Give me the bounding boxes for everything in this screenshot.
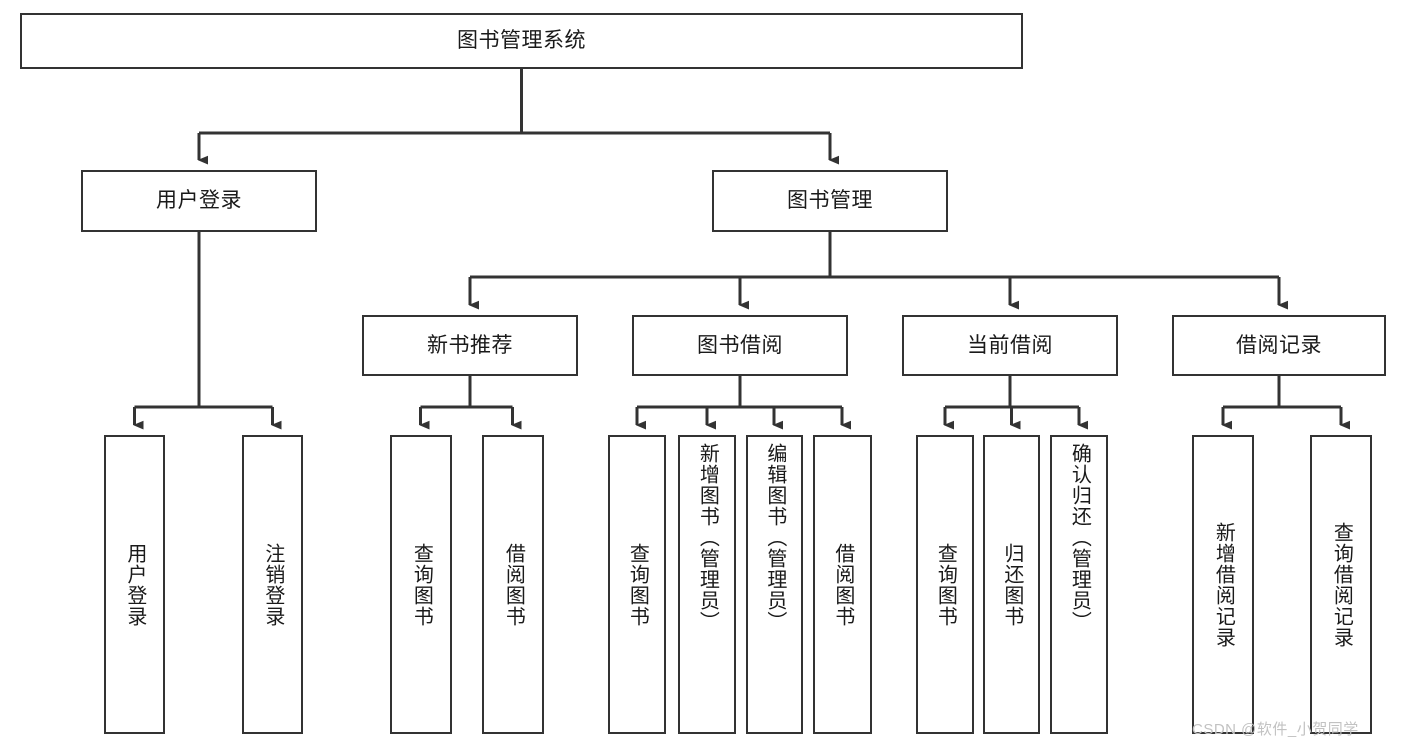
node-new-book-recommend-label: 新书推荐 [427, 333, 513, 357]
node-borrow-record-label: 借阅记录 [1236, 333, 1322, 357]
leaf-edit-book-admin[interactable]: 编辑图书（管理员） [746, 435, 803, 734]
leaf-query-book-recommend-label: 查询图书 [410, 542, 433, 627]
leaf-query-book-recommend[interactable]: 查询图书 [390, 435, 452, 734]
leaf-edit-book-admin-label: 编辑图书（管理员） [763, 443, 786, 632]
node-book-management[interactable]: 图书管理 [712, 170, 948, 232]
node-book-management-label: 图书管理 [787, 189, 873, 213]
leaf-user-login-label: 用户登录 [123, 542, 146, 627]
leaf-query-borrow-record[interactable]: 查询借阅记录 [1310, 435, 1372, 734]
leaf-add-borrow-record[interactable]: 新增借阅记录 [1192, 435, 1254, 734]
leaf-add-book-admin-label: 新增图书（管理员） [696, 443, 719, 632]
leaf-logout-label: 注销登录 [261, 542, 284, 627]
node-borrow-record[interactable]: 借阅记录 [1172, 315, 1386, 376]
node-new-book-recommend[interactable]: 新书推荐 [362, 315, 578, 376]
leaf-logout[interactable]: 注销登录 [242, 435, 303, 734]
leaf-return-book[interactable]: 归还图书 [983, 435, 1040, 734]
node-root-label: 图书管理系统 [457, 29, 586, 53]
leaf-borrow-book-label: 借阅图书 [831, 542, 854, 627]
leaf-query-book-borrow-label: 查询图书 [626, 542, 649, 627]
leaf-query-book-current[interactable]: 查询图书 [916, 435, 974, 734]
node-user-login-label: 用户登录 [156, 189, 242, 213]
leaf-borrow-book-recommend[interactable]: 借阅图书 [482, 435, 544, 734]
node-current-borrow-label: 当前借阅 [967, 333, 1053, 357]
leaf-confirm-return-admin-label: 确认归还（管理员） [1068, 443, 1091, 632]
leaf-add-borrow-record-label: 新增借阅记录 [1212, 521, 1235, 648]
leaf-query-book-borrow[interactable]: 查询图书 [608, 435, 666, 734]
node-root[interactable]: 图书管理系统 [20, 13, 1023, 69]
leaf-return-book-label: 归还图书 [1000, 542, 1023, 627]
node-book-borrow[interactable]: 图书借阅 [632, 315, 848, 376]
leaf-borrow-book-recommend-label: 借阅图书 [502, 542, 525, 627]
leaf-confirm-return-admin[interactable]: 确认归还（管理员） [1050, 435, 1108, 734]
leaf-user-login[interactable]: 用户登录 [104, 435, 165, 734]
leaf-add-book-admin[interactable]: 新增图书（管理员） [678, 435, 736, 734]
node-book-borrow-label: 图书借阅 [697, 333, 783, 357]
leaf-query-borrow-record-label: 查询借阅记录 [1330, 521, 1353, 648]
leaf-borrow-book[interactable]: 借阅图书 [813, 435, 872, 734]
node-user-login[interactable]: 用户登录 [81, 170, 317, 232]
node-current-borrow[interactable]: 当前借阅 [902, 315, 1118, 376]
leaf-query-book-current-label: 查询图书 [934, 542, 957, 627]
